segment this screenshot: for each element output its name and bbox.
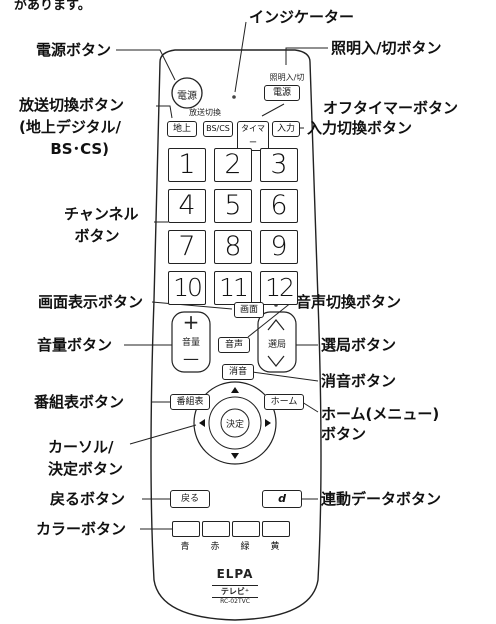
label-offtimer: オフタイマーボタン <box>323 99 459 117</box>
caption-fragment: があります。 <box>14 0 91 13</box>
brand-logo: ELPA <box>216 567 254 581</box>
leader-power <box>116 49 176 81</box>
power-button-circle <box>171 77 203 109</box>
bscs-button[interactable]: BS/CS <box>203 121 233 137</box>
label-home: ホーム(メニュー) ボタン <box>321 405 440 443</box>
channel-1-button[interactable]: 1 <box>168 148 206 182</box>
label-indicator: インジケーター <box>249 8 355 26</box>
label-input: 入力切換ボタン <box>307 119 413 137</box>
yellow-button[interactable] <box>262 521 290 537</box>
leader-lines <box>116 21 328 530</box>
label-display: 画面表示ボタン <box>38 293 144 311</box>
enter-button[interactable]: 決定 <box>225 420 244 430</box>
back-button[interactable]: 戻る <box>170 490 210 508</box>
product-mark: テレビ⁺ <box>212 585 258 598</box>
leader-light <box>285 47 328 65</box>
epg-button[interactable]: 番組表 <box>170 394 210 410</box>
tuning-down-icon <box>267 355 285 367</box>
left-arrow-icon <box>199 419 205 427</box>
volume-minus-button[interactable]: — <box>183 349 199 368</box>
enter-circle <box>220 408 250 438</box>
audio-button[interactable]: 音声 <box>218 337 250 353</box>
data-button[interactable]: d <box>262 490 302 508</box>
volume-rocker <box>171 311 211 373</box>
terrestrial-button[interactable]: 地上 <box>167 121 197 137</box>
volume-plus-button[interactable]: + <box>182 310 200 334</box>
label-epg: 番組表ボタン <box>34 393 125 411</box>
label-light: 照明入/切ボタン <box>331 39 442 57</box>
model-number: RC-02TVC <box>220 598 250 605</box>
leader-home <box>301 401 319 413</box>
broadcast-caption: 放送切換 <box>189 108 221 117</box>
channel-6-button[interactable]: 6 <box>260 189 298 223</box>
red-button[interactable] <box>202 521 230 537</box>
channel-4-button[interactable]: 4 <box>168 189 206 223</box>
label-channel: チャンネル ボタン <box>64 205 139 245</box>
channel-7-button[interactable]: 7 <box>168 230 206 264</box>
leader-indicator <box>234 21 247 93</box>
display-button[interactable]: 画面 <box>234 302 264 318</box>
channel-5-button[interactable]: 5 <box>214 189 252 223</box>
blue-button[interactable] <box>172 521 200 537</box>
channel-2-button[interactable]: 2 <box>214 148 252 182</box>
leader-offtimer <box>261 103 285 117</box>
channel-8-button[interactable]: 8 <box>214 230 252 264</box>
input-button[interactable]: 入力 <box>272 121 300 137</box>
down-arrow-icon <box>231 453 239 459</box>
label-audio: 音声切換ボタン <box>296 293 402 311</box>
red-label: 赤 <box>210 542 220 552</box>
tuning-rocker <box>257 311 297 373</box>
leader-audio <box>247 301 293 338</box>
light-button[interactable]: 電源 <box>264 85 300 101</box>
channel-11-button[interactable]: 11 <box>214 271 252 305</box>
label-color: カラーボタン <box>36 520 127 538</box>
label-mute: 消音ボタン <box>321 372 397 390</box>
yellow-label: 黄 <box>270 542 280 552</box>
home-button[interactable]: ホーム <box>264 394 304 410</box>
up-arrow-icon <box>231 387 239 393</box>
tuning-up-icon <box>267 319 285 331</box>
mute-button[interactable]: 消音 <box>222 364 254 380</box>
channel-9-button[interactable]: 9 <box>260 230 298 264</box>
indicator-led <box>232 95 236 99</box>
channel-12-button[interactable]: 12 <box>260 271 298 305</box>
label-data: 連動データボタン <box>321 490 442 508</box>
label-power: 電源ボタン <box>36 41 112 59</box>
label-broadcast: 放送切換ボタン (地上デジタル/ BS･CS) <box>19 96 125 158</box>
label-back: 戻るボタン <box>50 490 126 508</box>
label-cursor: カーソル/ 決定ボタン <box>48 438 124 478</box>
tuning-label: 選局 <box>267 340 286 350</box>
channel-10-button[interactable]: 10 <box>168 271 206 305</box>
label-volume: 音量ボタン <box>37 336 113 354</box>
leader-display <box>151 301 233 310</box>
right-arrow-icon <box>265 419 271 427</box>
leader-cursor <box>129 424 197 445</box>
channel-3-button[interactable]: 3 <box>260 148 298 182</box>
power-button[interactable]: 電源 <box>177 91 197 102</box>
blue-label: 青 <box>180 542 190 552</box>
volume-label: 音量 <box>181 338 200 348</box>
light-caption: 照明入/切 <box>269 73 305 82</box>
green-label: 緑 <box>240 542 250 552</box>
timer-button[interactable]: タイマー <box>237 121 269 151</box>
leader-broadcast <box>156 105 173 119</box>
green-button[interactable] <box>232 521 260 537</box>
leader-mute <box>251 371 319 382</box>
label-tuning: 選局ボタン <box>321 336 397 354</box>
